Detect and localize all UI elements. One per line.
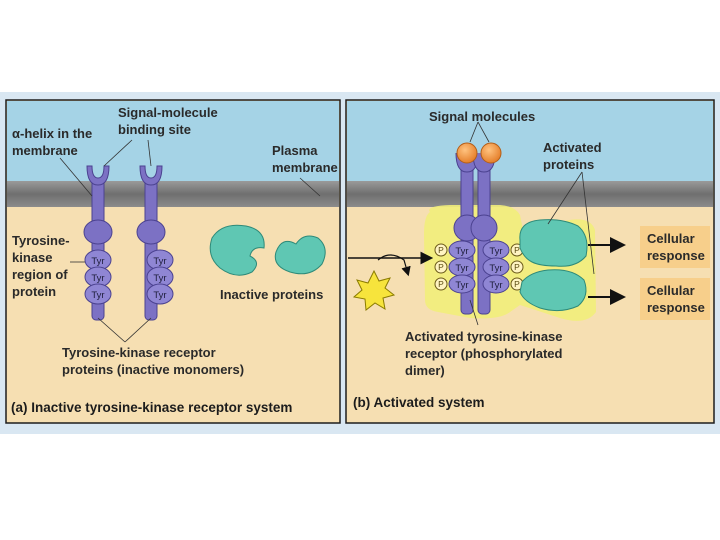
- tyr-label: Tyr: [91, 273, 104, 284]
- phosphate-icon: P: [510, 260, 524, 274]
- atp-star-icon: [352, 269, 396, 311]
- activated-proteins-label: Activated proteins: [543, 140, 605, 172]
- tyr-label: Tyr: [489, 246, 502, 257]
- signal-molecule-icon: [456, 142, 478, 164]
- activated-protein-shape: [519, 219, 588, 267]
- receptor-monomer: Tyr Tyr Tyr: [136, 165, 174, 321]
- tyr-label: Tyr: [489, 280, 502, 291]
- svg-text:P: P: [514, 245, 520, 255]
- cellular-response-box: [640, 278, 710, 320]
- cellular-response-label: Cellular response: [647, 283, 705, 315]
- panel-b-membrane: [347, 181, 713, 207]
- phosphate-icon: P: [434, 277, 448, 291]
- activated-receptor-label: Activated tyrosine-kinase receptor (phos…: [405, 329, 566, 378]
- svg-text:P: P: [514, 279, 520, 289]
- plasma-membrane-label: Plasma membrane: [272, 143, 338, 175]
- panel-a: Tyr Tyr Tyr Tyr Tyr Tyr α-helix i: [5, 99, 341, 424]
- activated-protein-shape: [519, 269, 587, 312]
- signal-molecule-icon: [480, 142, 502, 164]
- tyr-label: Tyr: [153, 256, 166, 267]
- inactive-protein-shape: [209, 224, 265, 276]
- panel-a-membrane: [7, 181, 339, 207]
- panel-a-caption: (a) Inactive tyrosine-kinase receptor sy…: [11, 400, 292, 415]
- panel-a-extracellular: [7, 101, 339, 186]
- tyr-label: Tyr: [91, 256, 104, 267]
- cellular-response-box: [640, 226, 710, 268]
- tyr-label: Tyr: [455, 246, 468, 257]
- tyr-label: Tyr: [91, 290, 104, 301]
- svg-text:P: P: [438, 245, 444, 255]
- receptor-dimer: Tyr Tyr Tyr Tyr Tyr Tyr: [448, 152, 510, 315]
- tyr-label: Tyr: [489, 263, 502, 274]
- svg-text:P: P: [438, 262, 444, 272]
- binding-site-label: Signal-molecule binding site: [118, 105, 221, 137]
- tyr-label: Tyr: [455, 280, 468, 291]
- panel-b: Tyr Tyr Tyr Tyr Tyr Tyr P P P P: [345, 99, 715, 424]
- inactive-protein-shape: [274, 235, 326, 275]
- arrow-icon: [377, 254, 411, 277]
- phosphate-icon: P: [434, 260, 448, 274]
- panel-b-extracellular: [347, 101, 713, 186]
- signal-molecules-label: Signal molecules: [429, 109, 535, 124]
- binding-site-cup: [139, 165, 163, 186]
- tyr-label: Tyr: [153, 273, 166, 284]
- receptor-monomer: Tyr Tyr Tyr: [83, 165, 113, 321]
- panel-b-caption: (b) Activated system: [353, 395, 485, 410]
- svg-text:P: P: [514, 262, 520, 272]
- receptor-proteins-label: Tyrosine-kinase receptor proteins (inact…: [62, 345, 244, 377]
- svg-text:P: P: [438, 279, 444, 289]
- cellular-response-label: Cellular response: [647, 231, 705, 263]
- phosphate-icon: P: [434, 243, 448, 257]
- tyrosine-kinase-region-label: Tyrosine- kinase region of protein: [12, 233, 73, 299]
- inactive-proteins-label: Inactive proteins: [220, 287, 323, 302]
- alpha-helix-label: α-helix in the membrane: [12, 126, 96, 158]
- tyr-label: Tyr: [455, 263, 468, 274]
- tyr-label: Tyr: [153, 290, 166, 301]
